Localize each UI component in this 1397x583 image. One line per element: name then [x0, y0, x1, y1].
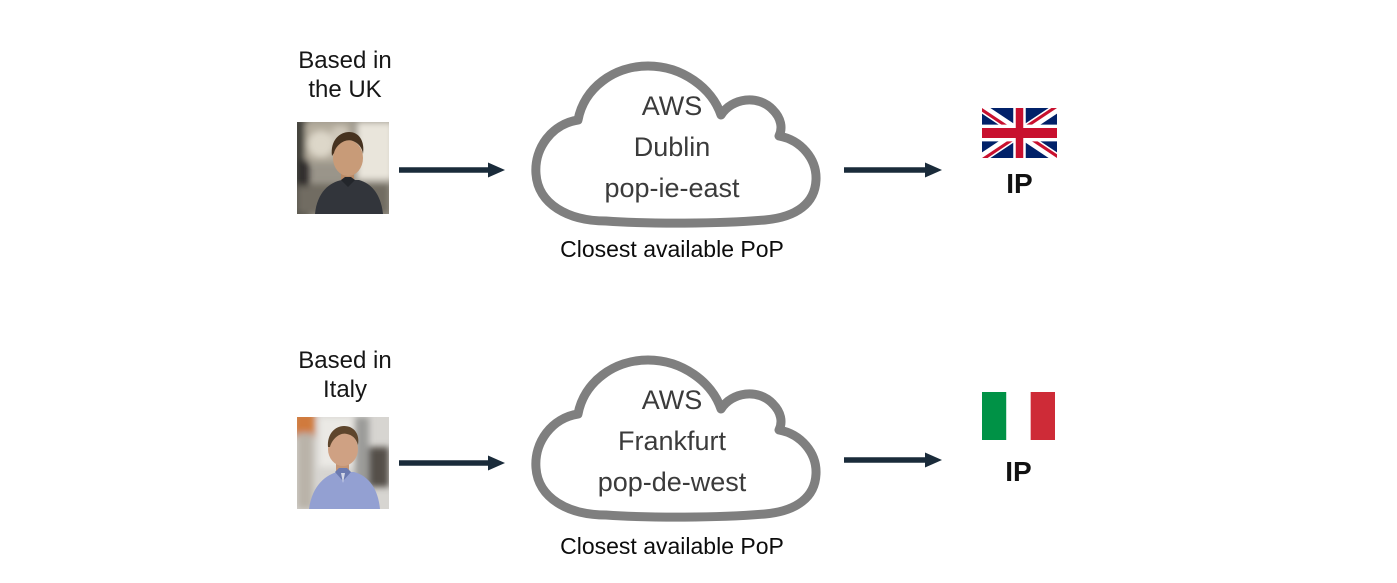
aws-pop-cloud-italy: AWS Frankfurt pop-de-west — [520, 352, 824, 524]
cloud-text: AWS Frankfurt pop-de-west — [520, 380, 824, 503]
union-jack — [982, 108, 1057, 158]
italy-flag-icon — [982, 392, 1055, 440]
cloud-provider: AWS — [641, 385, 703, 415]
cloud-text: AWS Dublin pop-ie-east — [520, 86, 824, 209]
person-location-line2: Italy — [322, 376, 367, 403]
cloud-city: Frankfurt — [617, 426, 727, 456]
arrow-icon — [399, 162, 505, 178]
person-photo-italy — [297, 417, 389, 509]
person-location-line2: the UK — [308, 76, 382, 103]
cloud-pop-id: pop-de-west — [597, 467, 747, 497]
cloud-provider: AWS — [641, 91, 703, 121]
cloud-icon — [531, 355, 821, 522]
cloud-pop-id: pop-ie-east — [604, 173, 740, 203]
arrow-icon — [399, 455, 505, 471]
cloud-city: Dublin — [633, 132, 711, 162]
pop-caption: Closest available PoP — [560, 236, 784, 262]
person-location-label: Based in the UK — [270, 46, 420, 104]
ip-label: IP — [1005, 456, 1032, 487]
person-photo-italy-image — [297, 417, 389, 509]
person-location-line1: Based in — [298, 47, 392, 74]
pop-caption: Closest available PoP — [560, 533, 784, 559]
person-location-label: Based in Italy — [270, 346, 420, 404]
aws-pop-cloud-uk: AWS Dublin pop-ie-east — [520, 58, 824, 230]
cloud-icon — [531, 61, 821, 228]
person-location-line1: Based in — [298, 347, 392, 374]
arrow-icon — [844, 452, 942, 468]
italy-tricolor — [982, 392, 1055, 440]
person-photo-uk-image — [297, 122, 389, 214]
ip-label: IP — [1006, 168, 1033, 199]
person-photo-uk — [297, 122, 389, 214]
uk-flag-icon — [982, 108, 1057, 158]
arrow-icon — [844, 162, 942, 178]
